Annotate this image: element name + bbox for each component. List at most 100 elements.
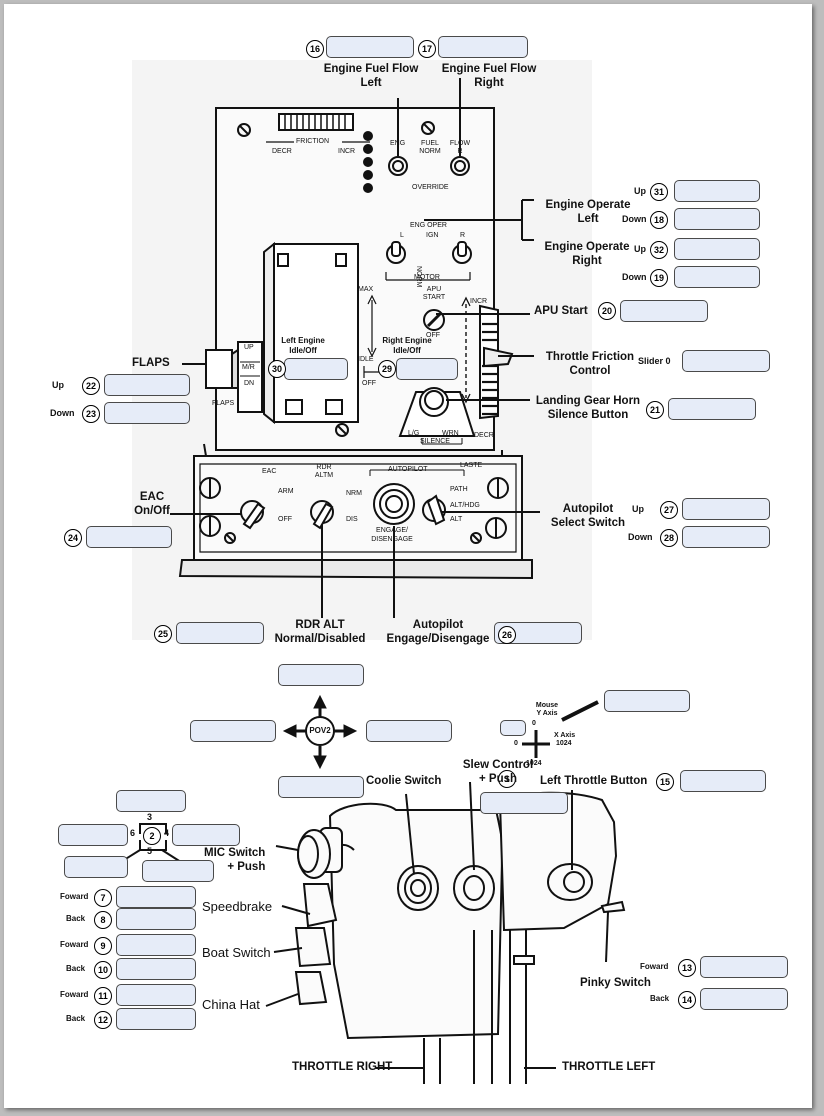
pov-arrows [282,694,358,770]
speedbrake-back-field[interactable] [116,908,196,930]
panel-flaps-mr: M/R [242,364,255,371]
pov2-left-field[interactable] [190,720,276,742]
engine-operate-left-down-field[interactable] [674,208,760,230]
boat-back-field[interactable] [116,958,196,980]
diagram-page: 16 17 31 18 32 19 20 21 30 29 22 23 24 2… [4,4,812,1108]
flaps-up-field[interactable] [104,374,190,396]
engine-fuel-flow-left-field[interactable] [326,36,414,58]
label-eac: EAC On/Off [134,491,170,517]
boat-forward-field[interactable] [116,934,196,956]
number-badge-2: 2 [143,827,161,845]
autopilot-select-up-field[interactable] [682,498,770,520]
number-badge-7: 7 [94,889,112,907]
left-throttle-button-field[interactable] [680,770,766,792]
eac-field[interactable] [86,526,172,548]
mouse-y-axis-field[interactable] [604,690,690,712]
pov2-right-field[interactable] [366,720,452,742]
china-hat-back-field[interactable] [116,1008,196,1030]
panel-flow-r: FLOW R [449,140,471,155]
autopilot-select-down-field[interactable] [682,526,770,548]
mic-up-field[interactable] [116,790,186,812]
label-boat-switch: Boat Switch [202,945,271,960]
panel-max: MAX [358,286,374,293]
panel-eng-oper: ENG OPER [410,222,447,229]
panel-eng: ENG [390,140,406,147]
hat-position-6: 6 [130,828,136,838]
label-pov2: POV2 [309,726,331,735]
panel-decr: DECR [272,148,292,155]
label-engine-operate-left: Engine Operate Left [545,199,631,225]
rdr-alt-field[interactable] [176,622,264,644]
panel-fuel-norm: FUEL NORM [419,140,441,155]
mic-down-left-field[interactable] [64,856,128,878]
mic-left-field[interactable] [58,824,128,846]
panel-dis: DIS [346,516,358,523]
mic-push-field[interactable] [142,860,214,882]
mic-right-field[interactable] [172,824,240,846]
label-back-14: Back [650,994,670,1003]
engine-operate-left-up-field[interactable] [674,180,760,202]
label-apu-start: APU Start [534,305,588,317]
pov2-up-field[interactable] [278,664,364,686]
number-badge-15: 15 [656,773,674,791]
engine-fuel-flow-right-field[interactable] [438,36,528,58]
axis-cross [522,730,550,758]
apu-start-field[interactable] [620,300,708,322]
number-badge-31: 31 [650,183,668,201]
hat-position-4: 4 [164,828,170,838]
number-badge-22: 22 [82,377,100,395]
label-speedbrake: Speedbrake [202,899,273,914]
throttle-friction-slider-field[interactable] [682,350,770,372]
label-axis-1024-bottom: 1024 [526,760,542,767]
panel-apu-start: APU START [422,286,446,301]
panel-engage: ENGAGE/ DISENGAGE [371,527,413,543]
number-badge-32: 32 [650,241,668,259]
label-foward-13: Foward [640,962,669,971]
number-badge-26: 26 [498,626,516,644]
number-badge-21: 21 [646,401,664,419]
number-badge-16: 16 [306,40,324,58]
label-throttle-left: THROTTLE LEFT [562,1061,656,1073]
label-engine-operate-right: Engine Operate Right [544,241,630,267]
panel-friction: FRICTION [296,138,330,145]
right-engine-idle-field[interactable] [396,358,458,380]
left-engine-idle-field[interactable] [284,358,348,380]
engine-operate-right-down-field[interactable] [674,266,760,288]
slew-control-field[interactable] [480,792,568,814]
throttle-grips [294,791,626,1084]
pinky-forward-field[interactable] [700,956,788,978]
panel-path: PATH [450,486,468,493]
label-x-axis: X Axis [554,732,576,739]
china-hat-forward-field[interactable] [116,984,196,1006]
label-slider0: Slider 0 [638,356,671,366]
label-throttle-right: THROTTLE RIGHT [292,1061,393,1073]
number-badge-9: 9 [94,937,112,955]
label-back-12: Back [66,1014,86,1023]
label-down-18: Down [622,214,647,224]
label-left-engine-idle: Left Engine Idle/Off [281,336,325,355]
number-badge-28: 28 [660,529,678,547]
panel-motor: MOTOR [414,274,440,281]
autopilot-engage-field[interactable] [494,622,582,644]
landing-gear-horn-field[interactable] [668,398,756,420]
panel-apu-off: OFF [426,332,440,339]
grip-leader-lines [265,781,609,1069]
label-foward-9: Foward [60,940,89,949]
panel-autopilot: AUTOPILOT [388,466,428,473]
speedbrake-forward-field[interactable] [116,886,196,908]
hat-position-5: 5 [147,846,153,856]
number-badge-18: 18 [650,211,668,229]
pinky-back-field[interactable] [700,988,788,1010]
number-badge-10: 10 [94,961,112,979]
mouse-x-axis-field[interactable] [500,720,526,736]
number-badge-14: 14 [678,991,696,1009]
number-badge-19: 19 [650,269,668,287]
label-engine-fuel-flow-left: Engine Fuel Flow Left [323,63,419,89]
pov2-down-field[interactable] [278,776,364,798]
engine-operate-right-up-field[interactable] [674,238,760,260]
label-up-27: Up [632,504,644,514]
number-badge-29: 29 [378,360,396,378]
flaps-down-field[interactable] [104,402,190,424]
panel-alt: ALT [450,516,463,523]
label-back-8: Back [66,914,86,923]
